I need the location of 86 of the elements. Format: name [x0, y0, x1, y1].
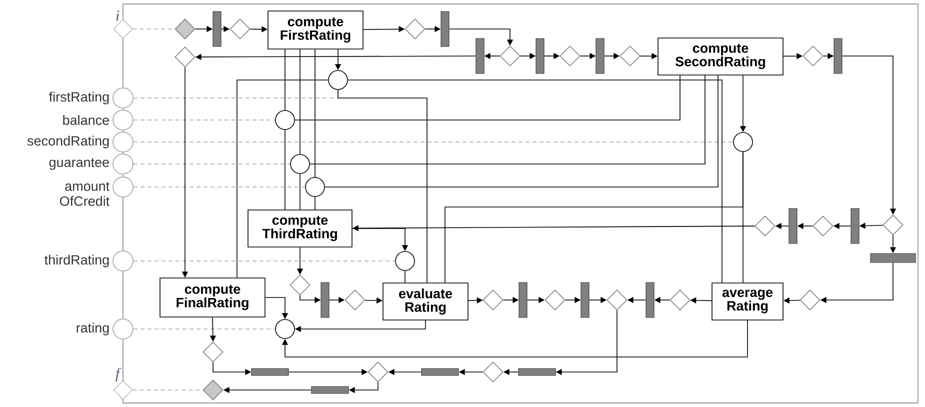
data-circle: [305, 177, 325, 197]
sync-bar: [440, 11, 450, 47]
diamond-symbol: [174, 18, 196, 40]
diamond-symbol: [800, 290, 820, 310]
diamond-symbol: [754, 216, 776, 236]
data-circle: [112, 250, 134, 272]
dashed-line: [133, 328, 276, 330]
diamond-symbol: [544, 290, 566, 310]
data-circle: [112, 110, 134, 130]
diamond-symbol: [290, 274, 310, 296]
data-circle: [275, 319, 295, 339]
diamond-symbol: [344, 290, 366, 310]
connector-line: [310, 75, 706, 164]
diamond-symbol: [113, 19, 133, 39]
activity-box: average Rating: [712, 282, 784, 320]
diamond-symbol: [882, 214, 904, 236]
activity-box: compute SecondRating: [658, 38, 784, 76]
connector-line: [338, 90, 428, 283]
data-circle: [112, 154, 134, 174]
parameter-label: thirdRating: [44, 254, 109, 268]
dashed-line: [133, 260, 396, 262]
diamond-symbol: [560, 46, 580, 66]
diamond-symbol: [606, 290, 628, 310]
diamond-symbol: [202, 342, 224, 362]
diamond-symbol: [670, 290, 690, 310]
connector-line: [314, 49, 316, 178]
diamond-symbol: [202, 380, 224, 400]
sync-bar: [518, 368, 556, 376]
diamond-symbol: [802, 46, 824, 66]
sync-bar: [788, 208, 798, 244]
connector-line: [324, 75, 718, 188]
activity-box: compute FinalRating: [160, 278, 266, 318]
marker-letter: f: [116, 368, 122, 382]
diamond-symbol: [482, 290, 504, 310]
parameter-label: rating: [76, 322, 109, 336]
connector-line: [742, 152, 744, 283]
sync-bar: [518, 282, 528, 318]
sync-bar: [320, 282, 330, 318]
connector-line: [404, 270, 406, 283]
data-circle: [112, 88, 134, 108]
activity-box: evaluate Rating: [382, 282, 468, 320]
marker-letter: i: [116, 10, 120, 21]
sync-bar: [646, 282, 654, 318]
connector-line: [236, 80, 328, 278]
sync-bar: [251, 368, 289, 376]
data-circle: [112, 176, 134, 198]
diamond-symbol: [368, 362, 388, 382]
diamond-symbol: [482, 362, 504, 382]
sync-bar: [596, 38, 604, 74]
connector-line: [284, 49, 286, 110]
connector-line: [284, 130, 286, 210]
parameter-label: amount OfCredit: [60, 182, 110, 206]
sync-bar: [476, 38, 484, 74]
sync-bar: [212, 11, 222, 47]
parameter-label: secondRating: [27, 136, 109, 148]
data-circle: [290, 154, 310, 174]
data-circle: [112, 318, 134, 340]
activity-box: compute ThirdRating: [248, 210, 352, 248]
sync-bar: [834, 38, 842, 74]
diamond-symbol: [404, 18, 426, 40]
data-circle: [112, 132, 134, 152]
parameter-label: balance: [63, 115, 109, 125]
diamond-symbol: [500, 46, 520, 66]
diamond-symbol: [812, 216, 834, 236]
diamond-symbol: [620, 46, 640, 66]
data-circle: [395, 251, 415, 271]
connector-line: [348, 80, 722, 283]
sync-bar: [870, 253, 916, 263]
connector-line: [294, 75, 680, 120]
diamond-symbol: [230, 18, 250, 40]
sync-bar: [311, 386, 349, 394]
diamond-symbol: [174, 46, 196, 68]
parameter-label: guarantee: [49, 158, 109, 170]
sync-bar: [536, 38, 544, 74]
sync-bar: [421, 368, 459, 376]
diamond-symbol: [113, 380, 133, 400]
activity-box: compute FirstRating: [268, 10, 364, 50]
connector-line: [314, 196, 316, 210]
data-circle: [275, 110, 295, 130]
arrow: [282, 320, 748, 358]
sync-bar: [580, 282, 590, 318]
dashed-line: [133, 186, 306, 188]
sync-bar: [850, 208, 860, 244]
data-circle: [733, 132, 753, 152]
data-circle: [328, 70, 348, 90]
parameter-label: firstRating: [49, 92, 109, 104]
